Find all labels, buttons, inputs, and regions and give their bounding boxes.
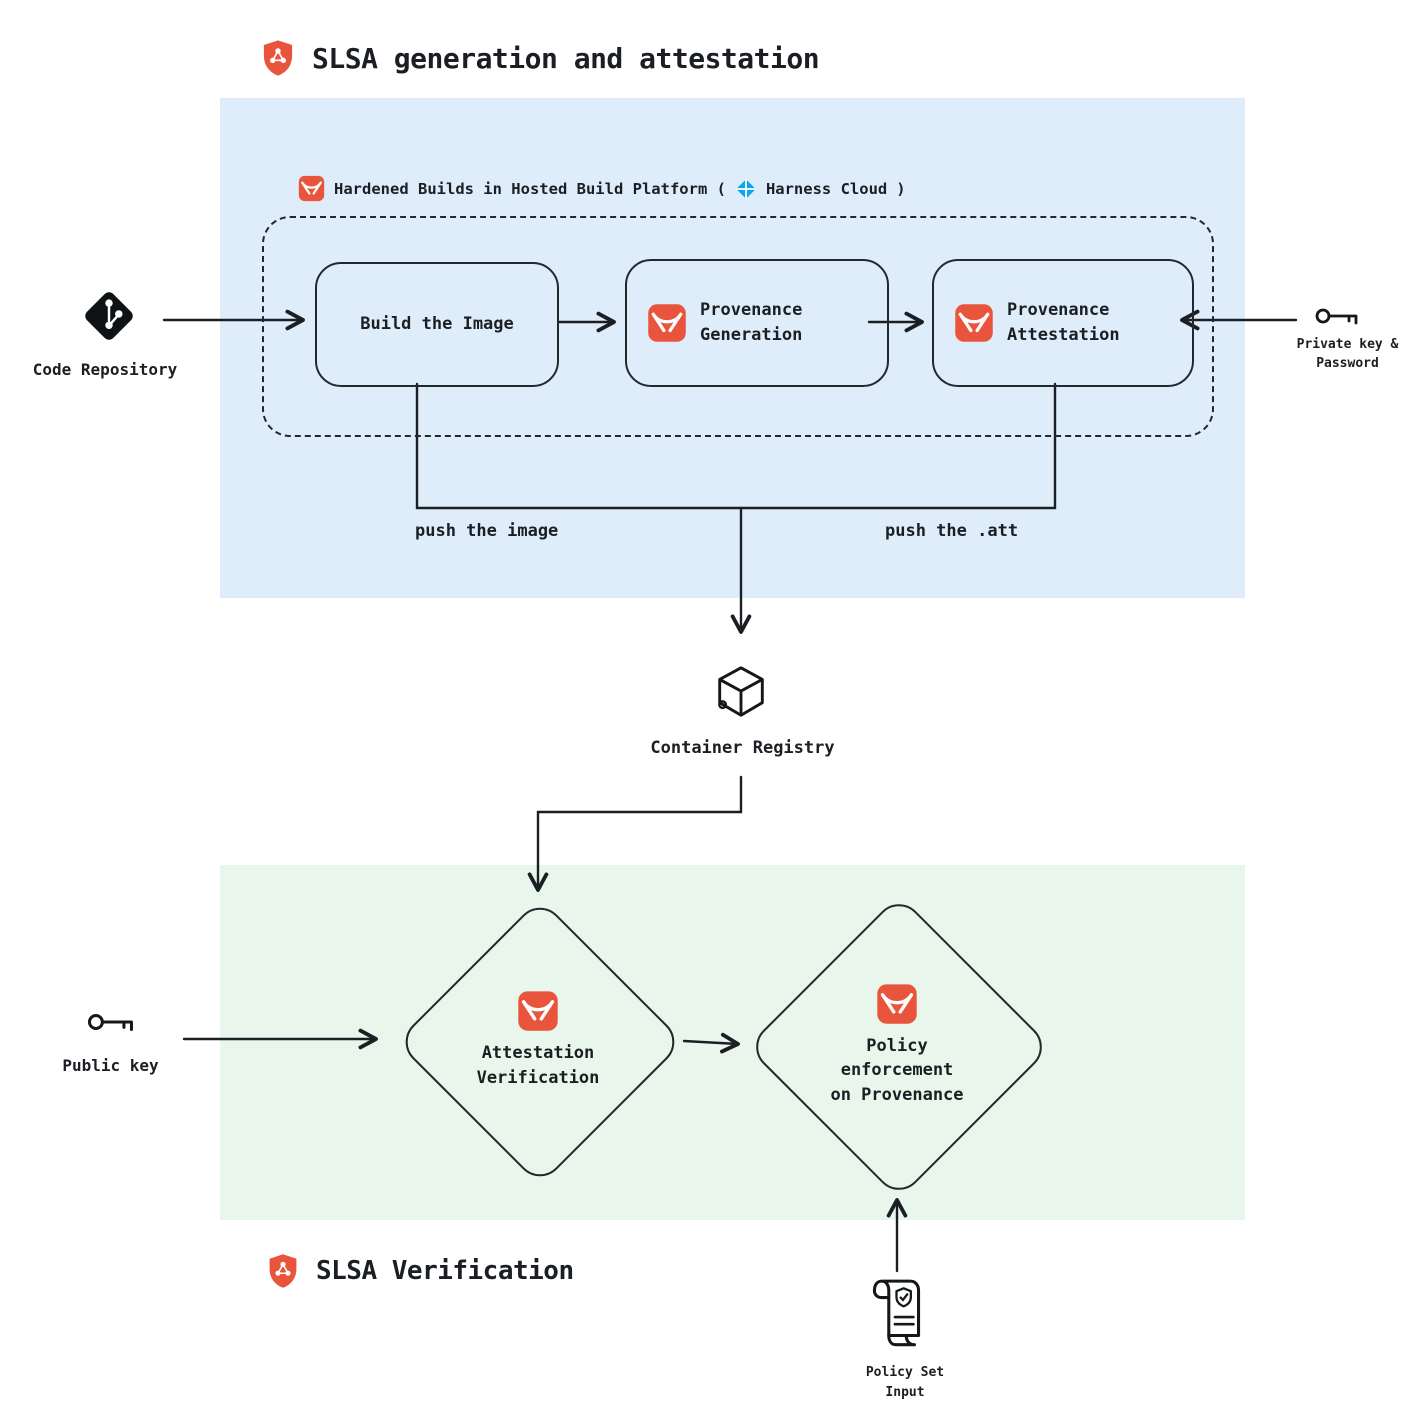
private-key-label: Private key & Password <box>1296 337 1399 371</box>
provenance-attestation-label: Provenance Attestation <box>1007 300 1120 345</box>
public-key-icon <box>87 1014 133 1032</box>
generation-title-row: SLSA generation and attestation <box>260 38 820 78</box>
platform-label-prefix: Hardened Builds in Hosted Build Platform… <box>334 179 726 198</box>
public-key-label: Public key <box>62 1056 159 1075</box>
platform-label-suffix: ) <box>896 179 906 198</box>
attestation-verification-content: Attestation Verification <box>428 955 648 1125</box>
generation-title: SLSA generation and attestation <box>312 41 820 75</box>
provenance-generation-node: Provenance Generation <box>625 259 889 387</box>
slsa-shield-icon <box>263 40 293 76</box>
verification-title: SLSA Verification <box>316 1256 574 1286</box>
container-registry-icon <box>718 666 764 717</box>
policy-set-input-icon <box>872 1279 921 1347</box>
container-registry-label: Container Registry <box>650 738 835 758</box>
push-image-label: push the image <box>415 521 559 541</box>
provenance-attestation-node: Provenance Attestation <box>932 259 1194 387</box>
harness-build-icon <box>298 175 325 202</box>
attestation-verification-label: Attestation Verification <box>476 1042 600 1088</box>
harness-attestation-verification-icon <box>518 991 558 1031</box>
verification-title-row: SLSA Verification <box>266 1252 574 1290</box>
harness-cloud-icon <box>736 178 756 199</box>
platform-label-row: Hardened Builds in Hosted Build Platform… <box>298 175 906 202</box>
harness-provenance-attestation-icon <box>955 304 993 342</box>
policy-enforcement-content: Policy enforcement on Provenance <box>777 950 1017 1140</box>
push-att-label: push the .att <box>885 521 1019 541</box>
harness-policy-enforcement-icon <box>877 983 917 1024</box>
generation-panel <box>220 98 1245 598</box>
slsa-verification-shield-icon <box>269 1254 297 1288</box>
private-key-icon <box>1315 308 1358 325</box>
build-image-label: Build the Image <box>360 314 514 335</box>
build-image-node: Build the Image <box>315 262 559 387</box>
code-repository-icon <box>85 292 133 340</box>
harness-provenance-generation-icon <box>648 304 686 342</box>
policy-enforcement-label: Policy enforcement on Provenance <box>830 1035 964 1105</box>
code-repository-label: Code Repository <box>32 360 178 379</box>
verification-panel <box>220 865 1245 1220</box>
policy-set-input-label: Policy Set Input <box>865 1365 945 1400</box>
platform-label-cloud: Harness Cloud <box>765 179 888 198</box>
provenance-generation-label: Provenance Generation <box>700 300 803 345</box>
